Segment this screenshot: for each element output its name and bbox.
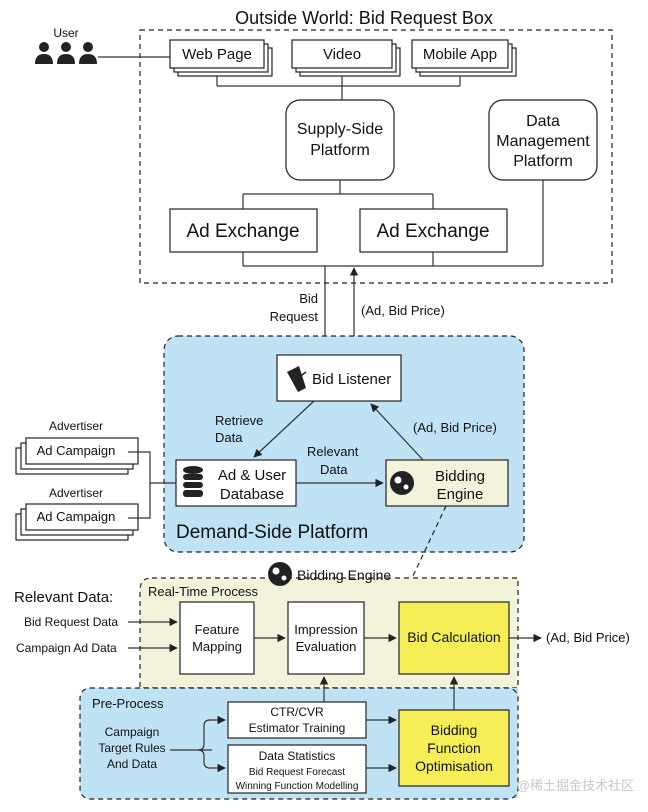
bidding-engine-label-2: Engine	[437, 486, 484, 503]
bidding-function-label-2: Function	[427, 740, 481, 756]
advertiser-2-campaign: Ad Campaign	[37, 509, 116, 524]
impression-evaluation-box	[287, 601, 365, 675]
bid-listener-label: Bid Listener	[312, 371, 391, 388]
mobile-app-stack: Mobile App	[411, 39, 517, 77]
ssp-label-2: Platform	[310, 142, 370, 159]
bidding-engine-label-1: Bidding	[435, 468, 485, 485]
bidding-function-box	[398, 709, 510, 787]
advertiser-1: Advertiser Ad Campaign	[15, 419, 139, 475]
outside-world-box	[139, 29, 613, 284]
ssp-box	[285, 99, 395, 181]
ctr-cvr-label-2: Estimator Training	[249, 721, 346, 735]
database-icon	[183, 466, 203, 497]
ssp-label-1: Supply-Side	[297, 121, 383, 138]
impression-eval-label-2: Evaluation	[296, 639, 357, 654]
ad-exchange-1-label: Ad Exchange	[186, 221, 299, 242]
bidding-function-label-3: Optimisation	[415, 758, 493, 774]
retrieve-data-label-1: Retrieve	[215, 413, 263, 428]
ad-bid-price-label-dsp: (Ad, Bid Price)	[413, 420, 497, 435]
video-label: Video	[323, 46, 361, 63]
bidding-engine-gear-icon	[268, 562, 292, 586]
ad-bid-price-label-top: (Ad, Bid Price)	[361, 303, 445, 318]
watermark: @稀土掘金技术社区	[517, 778, 634, 793]
impression-eval-label-1: Impression	[294, 622, 358, 637]
bid-calculation-box	[398, 601, 510, 675]
bid-request-label-2: Request	[270, 309, 319, 324]
advertiser-1-campaign: Ad Campaign	[37, 443, 116, 458]
realtime-label: Real-Time Process	[148, 584, 259, 599]
dsp-title: Demand-Side Platform	[176, 522, 368, 543]
mobile-app-label: Mobile App	[423, 46, 497, 63]
ad-exchange-2-box	[359, 208, 508, 253]
feature-mapping-box	[179, 601, 255, 675]
bidding-function-label-1: Bidding	[431, 722, 478, 738]
feature-mapping-label-1: Feature	[195, 622, 240, 637]
ad-exchange-2-label: Ad Exchange	[376, 221, 489, 242]
advertiser-1-label: Advertiser	[49, 419, 103, 433]
relevant-data-label-1: Relevant	[307, 444, 359, 459]
relevant-data-heading: Relevant Data:	[14, 589, 113, 606]
input-bid-request-data: Bid Request Data	[24, 615, 118, 629]
bid-output-label: (Ad, Bid Price)	[546, 630, 630, 645]
web-page-stack: Web Page	[169, 39, 273, 77]
campaign-rules-label-1: Campaign	[105, 725, 160, 739]
bid-calculation-label: Bid Calculation	[407, 629, 500, 645]
preprocess-label: Pre-Process	[92, 696, 164, 711]
retrieve-data-label-2: Data	[215, 430, 243, 445]
advertiser-2-label: Advertiser	[49, 486, 103, 500]
ad-user-db-label-1: Ad & User	[218, 467, 286, 484]
ctr-cvr-box	[227, 701, 367, 739]
relevant-data-label-2: Data	[320, 462, 348, 477]
feature-mapping-label-2: Mapping	[192, 639, 242, 654]
data-stats-item-2: Winning Function Modelling	[236, 781, 359, 792]
gears-icon	[390, 471, 414, 495]
data-statistics-box	[227, 744, 367, 794]
campaign-rules-label-3: And Data	[107, 757, 157, 771]
data-stats-item-1: Bid Request Forecast	[249, 767, 345, 778]
user-label: User	[53, 26, 78, 40]
dmp-label-1: Data	[526, 113, 560, 130]
outside-world-title: Outside World: Bid Request Box	[235, 8, 493, 28]
ad-user-db-label-2: Database	[220, 486, 284, 503]
input-campaign-ad-data: Campaign Ad Data	[16, 641, 117, 655]
ctr-cvr-label-1: CTR/CVR	[270, 705, 324, 719]
bid-request-label-1: Bid	[299, 291, 318, 306]
web-page-label: Web Page	[182, 46, 252, 63]
campaign-rules-label-2: Target Rules	[98, 741, 165, 755]
dmp-label-2: Management	[496, 133, 590, 150]
bidding-engine-detail-title: Bidding Engine	[297, 567, 391, 583]
data-stats-title: Data Statistics	[259, 749, 336, 763]
satellite-dish-icon	[287, 366, 307, 392]
advertiser-2: Advertiser Ad Campaign	[15, 486, 139, 541]
dmp-label-3: Platform	[513, 153, 573, 170]
video-stack: Video	[291, 39, 401, 77]
user-icon	[35, 42, 97, 64]
